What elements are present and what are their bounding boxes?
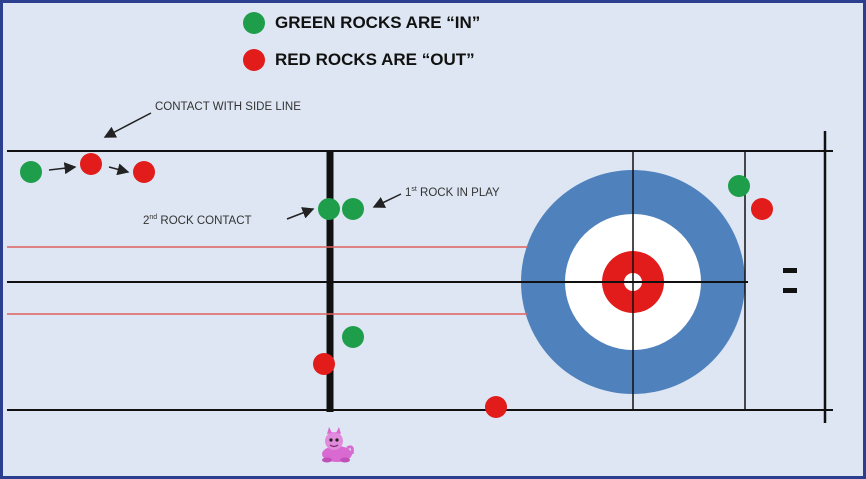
arrow-icon bbox=[109, 167, 128, 172]
curling-sheet bbox=[3, 3, 863, 476]
red-rock-icon bbox=[313, 353, 335, 375]
green-rock-icon bbox=[318, 198, 340, 220]
hack-icon bbox=[783, 288, 797, 293]
green-rock-icon bbox=[728, 175, 750, 197]
red-rock-icon bbox=[485, 396, 507, 418]
green-rock-icon bbox=[20, 161, 42, 183]
legend-red-label: RED ROCKS ARE “OUT” bbox=[275, 50, 475, 70]
red-rock-icon bbox=[751, 198, 773, 220]
second-rock-callout: 2nd ROCK CONTACT bbox=[143, 214, 252, 227]
arrow-icon bbox=[105, 113, 151, 137]
green-rock-icon bbox=[342, 326, 364, 348]
first-rock-text: ROCK IN PLAY bbox=[417, 187, 500, 199]
first-rock-callout: 1st ROCK IN PLAY bbox=[405, 186, 500, 199]
second-rock-text: ROCK CONTACT bbox=[157, 215, 251, 227]
arrow-icon bbox=[374, 194, 401, 207]
side-line-callout: CONTACT WITH SIDE LINE bbox=[155, 101, 301, 113]
legend-green-label: GREEN ROCKS ARE “IN” bbox=[275, 13, 480, 33]
arrow-icon bbox=[49, 167, 75, 170]
red-rock-icon bbox=[243, 49, 265, 71]
hack-icon bbox=[783, 268, 797, 273]
green-rock-icon bbox=[243, 12, 265, 34]
red-rock-icon bbox=[80, 153, 102, 175]
red-rock-icon bbox=[133, 161, 155, 183]
guide-lines bbox=[7, 247, 528, 314]
green-rock-icon bbox=[342, 198, 364, 220]
mascot-icon bbox=[317, 426, 357, 464]
arrow-icon bbox=[287, 209, 313, 219]
